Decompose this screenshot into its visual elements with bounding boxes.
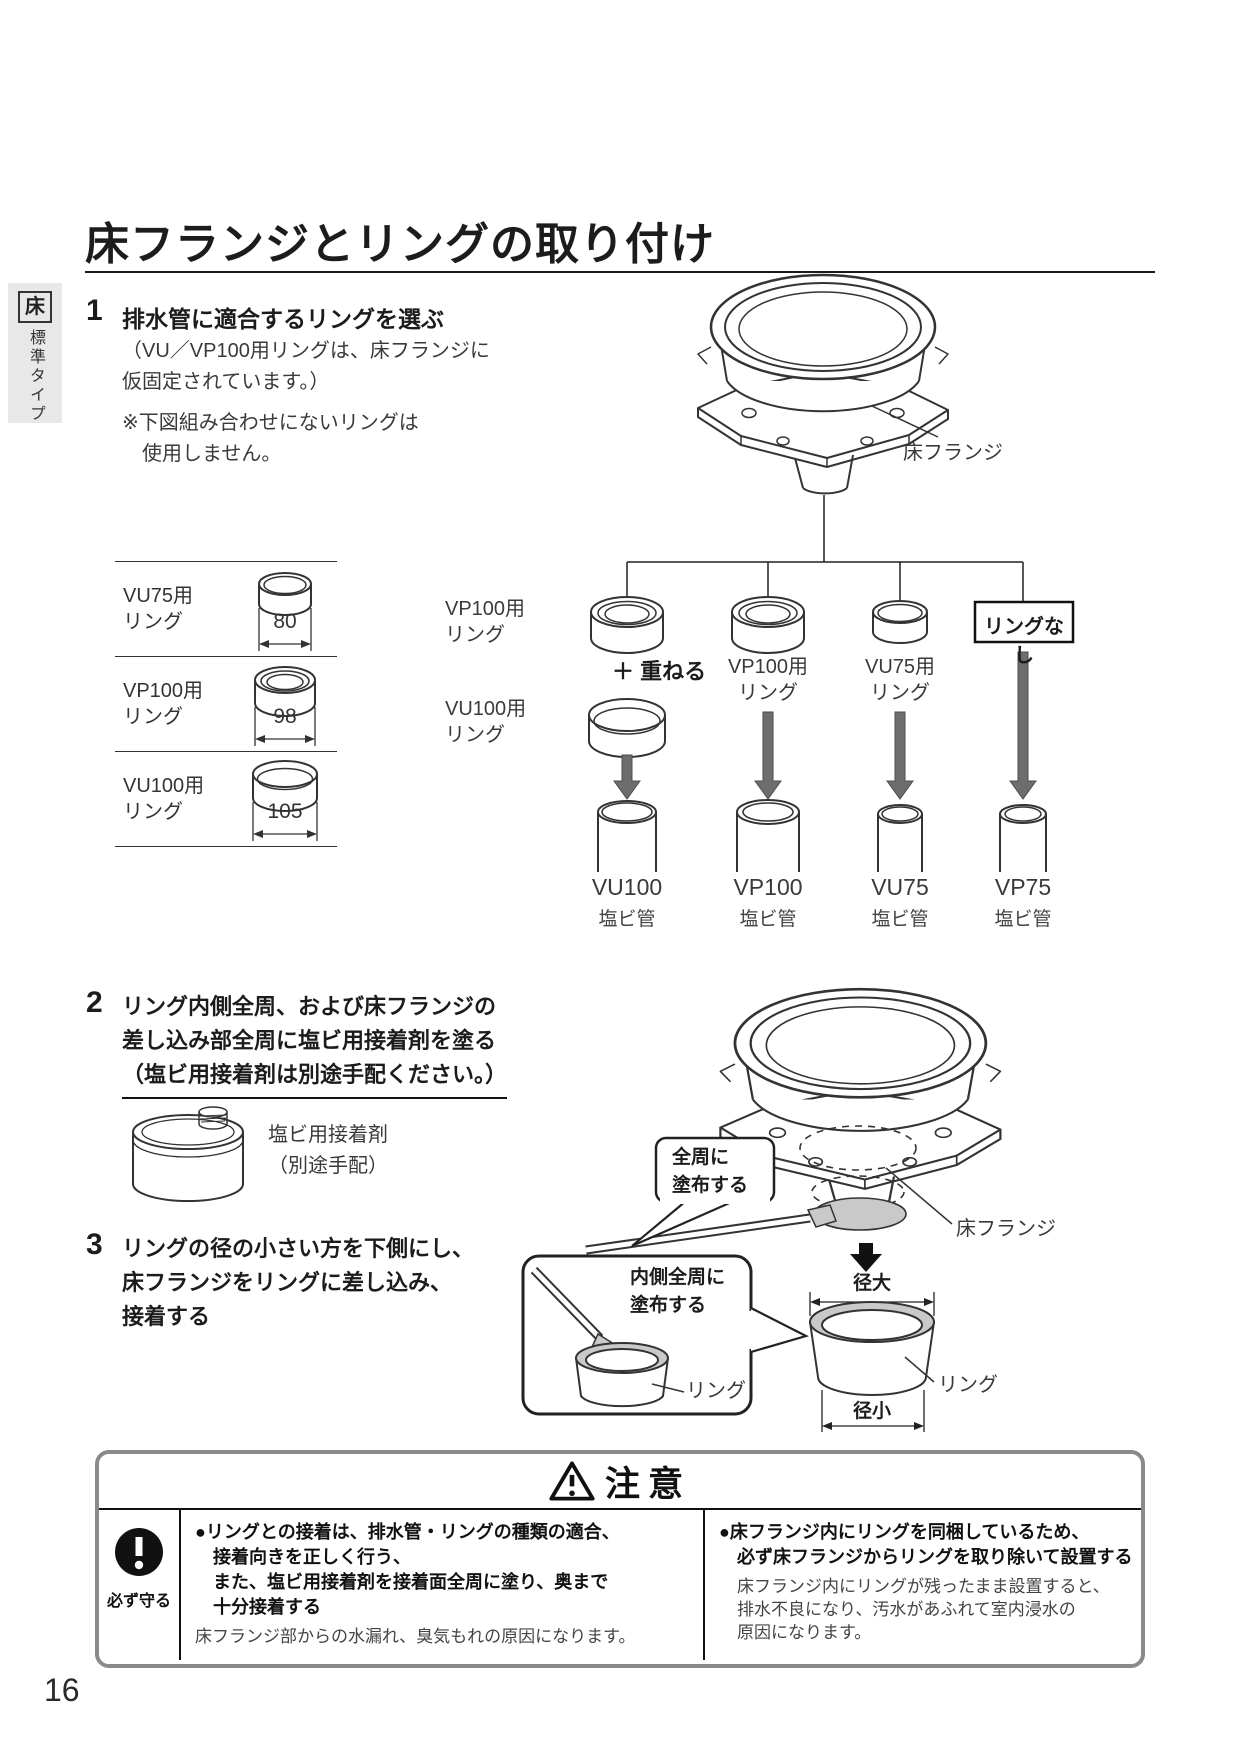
- step3-text: リングの径の小さい方を下側にし、 床フランジをリングに差し込み、 接着する: [122, 1236, 475, 1329]
- exclamation-circle-icon: [115, 1528, 163, 1576]
- page-number: 16: [44, 1672, 80, 1708]
- page-title: 床フランジとリングの取り付け: [85, 220, 715, 269]
- pipe-label: VU100 塩ビ管: [591, 874, 663, 930]
- caution-left-column: ●リングとの接着は、排水管・リングの種類の適合、 接着向きを正しく行う、 また、…: [181, 1510, 705, 1660]
- ring-size-table: VU75用 リング 80 VP100用 リング: [115, 561, 337, 847]
- gluing-diagram: [521, 987, 1002, 1432]
- mandatory-label: 必ず守る: [106, 1593, 171, 1610]
- caution-right-text: ●床フランジ内にリングを同梱しているため、 必ず床フランジからリングを取り除いて…: [719, 1522, 1133, 1567]
- title-rule: [85, 271, 1155, 273]
- dia-large-label: 径大: [852, 1273, 891, 1294]
- caution-body: 必ず守る ●リングとの接着は、排水管・リングの種類の適合、 接着向きを正しく行う…: [99, 1510, 1141, 1660]
- vp100-ring: [731, 596, 805, 654]
- caution-right-column: ●床フランジ内にリングを同梱しているため、 必ず床フランジからリングを取り除いて…: [705, 1510, 1141, 1660]
- mandatory-cell: 必ず守る: [99, 1510, 181, 1660]
- col3-ring-label: VU75用 リング: [864, 656, 936, 704]
- ring-row-label: VU75用 リング: [123, 585, 194, 633]
- dia-small-dimension: [821, 1390, 925, 1432]
- sidebar-tab-type: 標準タイプ: [27, 329, 44, 424]
- ring-size-value: 105: [267, 800, 303, 823]
- stack-note: ＋ 重ねる: [612, 659, 707, 684]
- ring-row-label: VU100用 リング: [123, 775, 205, 823]
- ring-selection-diagram: [588, 273, 1075, 872]
- vu100-pipe: [597, 800, 657, 872]
- ring-size-value: 98: [273, 705, 297, 728]
- down-arrow: [850, 1243, 882, 1272]
- col2-ring-label: VP100用 リング: [727, 656, 809, 704]
- apply-all-around-label: 全周に 塗布する: [672, 1147, 749, 1196]
- caution-right-note: 床フランジ内にリングが残ったまま設置すると、 排水不良になり、汚水があふれて室内…: [737, 1577, 1110, 1642]
- floor-flange-drawing: [696, 273, 950, 495]
- step2-number: 2: [86, 986, 103, 1019]
- flange-label: 床フランジ: [903, 442, 1003, 464]
- apply-all-around-bubble: [631, 1136, 776, 1248]
- vu100-ring: [588, 698, 666, 758]
- vu100-ring-icon: 105: [233, 754, 337, 844]
- caution-left-text: ●リングとの接着は、排水管・リングの種類の適合、 接着向きを正しく行う、 また、…: [195, 1522, 620, 1617]
- no-ring-label: リングなし: [984, 616, 1064, 667]
- step1-heading: 排水管に適合するリングを選ぶ: [122, 306, 444, 332]
- caution-box: 注意 必ず守る ●リングとの接着は、排水管・リングの種類の適合、 接着向きを正し…: [95, 1450, 1145, 1668]
- step2-text: リング内側全周、および床フランジの 差し込み部全周に塩ビ用接着剤を塗る: [122, 994, 497, 1053]
- vu75-ring: [872, 600, 928, 644]
- no-ring-box: [973, 600, 1075, 644]
- table-row: VU75用 リング 80: [115, 561, 337, 656]
- step3-number: 3: [86, 1228, 103, 1261]
- floor-flange-drawing-2: [719, 987, 1002, 1231]
- vp75-pipe: [999, 804, 1047, 872]
- vu75-ring-icon: 80: [233, 564, 337, 654]
- sidebar-tab-floor: 床: [18, 291, 52, 323]
- caution-header: 注意: [99, 1454, 1141, 1510]
- adhesive-can-icon: [132, 1106, 244, 1202]
- down-arrows: [613, 651, 1037, 800]
- ring-row-label: VP100用 リング: [123, 680, 204, 728]
- col1-top-ring-label: VP100用 リング: [445, 598, 526, 646]
- table-row: VU100用 リング 105: [115, 751, 337, 846]
- ring-label-right: リング: [938, 1374, 998, 1396]
- step1-note-paren: （VU／VP100用リングは、床フランジに 仮固定されています。）: [122, 340, 490, 393]
- step2-text-underlined: （塩ビ用接着剤は別途手配ください。）: [122, 1058, 508, 1099]
- ring-drawing-inset: [575, 1342, 685, 1408]
- caution-left-note: 床フランジ部からの水漏れ、臭気もれの原因になります。: [195, 1627, 636, 1646]
- table-row: VP100用 リング 98: [115, 656, 337, 751]
- apply-inside-label: 内側全周に 塗布する: [630, 1267, 726, 1316]
- flange-label-2: 床フランジ: [956, 1218, 1056, 1240]
- dia-small-label: 径小: [852, 1401, 891, 1422]
- apply-inside-box: [521, 1254, 809, 1416]
- col1-bottom-ring-label: VU100用 リング: [445, 698, 527, 746]
- selection-tree-lines: [626, 495, 1024, 602]
- caution-title: 注意: [604, 1464, 691, 1504]
- pipe-label: VU75 塩ビ管: [871, 874, 929, 930]
- ring-drawing: [809, 1301, 935, 1396]
- brush-icon: [585, 1204, 837, 1255]
- vp100-ring-icon: 98: [233, 659, 337, 749]
- warning-triangle-icon: [549, 1461, 595, 1501]
- sidebar-tab: 床 標準タイプ: [8, 283, 62, 424]
- ring-label-inset: リング: [686, 1380, 746, 1402]
- step1-number: 1: [86, 294, 103, 327]
- step1-note-remark: ※下図組み合わせにないリングは 使用しません。: [122, 412, 419, 465]
- adhesive-label: 塩ビ用接着剤 （別途手配）: [268, 1124, 388, 1177]
- vp100-ring: [590, 596, 664, 654]
- pipe-label: VP100 塩ビ管: [733, 874, 803, 930]
- vu75-pipe: [877, 804, 923, 872]
- vp100-pipe: [736, 799, 800, 872]
- pipe-label: VP75 塩ビ管: [994, 874, 1052, 930]
- ring-size-value: 80: [273, 610, 297, 633]
